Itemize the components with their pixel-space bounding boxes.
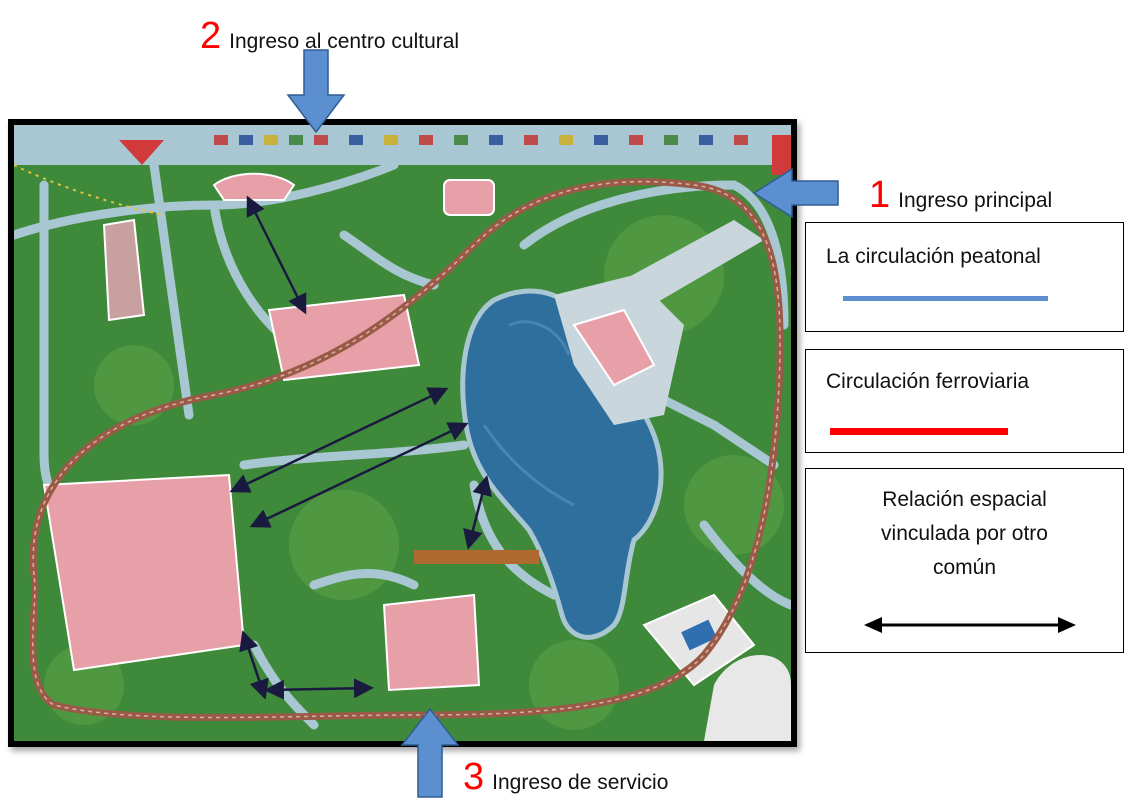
entrance-2-label: 2 Ingreso al centro cultural <box>200 17 459 55</box>
entrance-3-text: Ingreso de servicio <box>492 771 669 794</box>
parked-cars <box>214 135 748 145</box>
lake-ripple <box>508 320 571 356</box>
relation-arrow <box>249 422 469 528</box>
relation-arrow <box>463 475 492 550</box>
entrance-1-label: 1 Ingreso principal <box>869 176 1052 214</box>
central-building <box>267 293 421 382</box>
round-structure <box>704 655 791 741</box>
entrance-1-arrow-icon <box>752 167 839 219</box>
entrance-2-text: Ingreso al centro cultural <box>229 30 460 53</box>
entrance-2-number: 2 <box>200 15 222 57</box>
main-entrance-road <box>614 220 764 310</box>
large-building <box>42 473 246 672</box>
legend-railway-label: Circulación ferroviaria <box>826 370 1030 393</box>
lake-building <box>572 308 656 387</box>
relation-arrow <box>264 678 374 700</box>
legend-pedestrian-label: La circulación peatonal <box>826 245 1041 268</box>
site-plan-map <box>8 119 797 747</box>
buildings <box>42 172 791 741</box>
legend-pedestrian: La circulación peatonal <box>805 222 1124 332</box>
legend-spatial-relation: Relación espacial vinculada por otro com… <box>805 468 1124 653</box>
red-corner-block <box>772 135 791 175</box>
boundary-dotted <box>14 164 165 216</box>
entrance-1-text: Ingreso principal <box>898 189 1053 212</box>
legend-railway-line <box>830 428 1008 435</box>
bridge <box>414 550 539 564</box>
legend-spatial-text: Relación espacial vinculada por otro com… <box>806 483 1123 585</box>
double-arrow-icon <box>864 617 1076 633</box>
tower-building <box>102 218 146 322</box>
spatial-relation-arrows <box>229 195 492 700</box>
pavilion-building <box>212 172 296 201</box>
site-plan-drawing <box>14 125 791 741</box>
railway-ties <box>32 180 781 719</box>
relation-arrow <box>239 630 269 700</box>
entrance-3-arrow-icon <box>400 707 460 798</box>
entrance-2-arrow-icon <box>286 49 346 134</box>
entrance-3-number: 3 <box>463 756 485 798</box>
service-building <box>382 593 481 692</box>
legend-spatial-line3: común <box>932 556 997 579</box>
legend-railway: Circulación ferroviaria <box>805 349 1124 453</box>
entrance-1-number: 1 <box>869 174 891 216</box>
small-building <box>443 179 495 216</box>
red-marker-shape <box>119 140 164 165</box>
legend-spatial-line1: Relación espacial <box>882 488 1047 511</box>
entrance-3-label: 3 Ingreso de servicio <box>463 758 668 796</box>
pool <box>681 619 717 651</box>
legend-pedestrian-line <box>843 296 1048 301</box>
relation-arrow <box>246 195 307 315</box>
lake-ripple <box>482 424 575 507</box>
legend-spatial-line2: vinculada por otro <box>881 522 1048 545</box>
